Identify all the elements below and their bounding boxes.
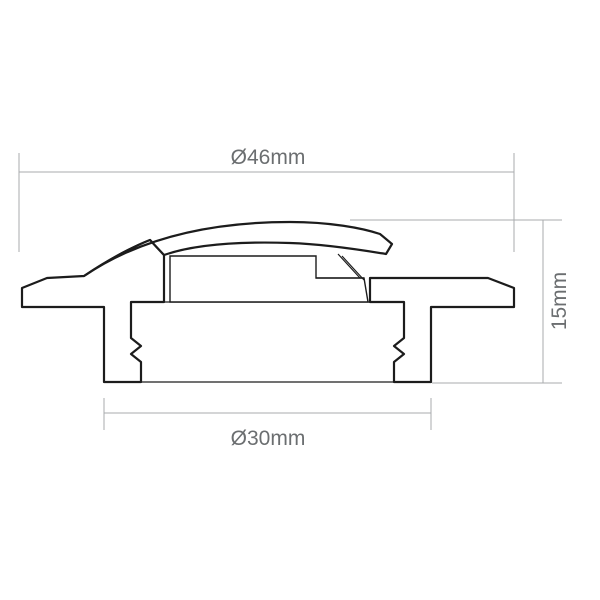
cap-outline	[82, 220, 394, 278]
hinge-detail	[337, 253, 365, 281]
fitting-body	[20, 238, 516, 384]
height-label: 15mm	[548, 272, 571, 330]
body-right-section	[368, 276, 516, 384]
height-dimension: 15mm	[350, 219, 571, 384]
inner-chamber	[169, 255, 369, 303]
inner-diameter-label: Ø30mm	[231, 427, 306, 450]
body-left-section	[20, 238, 166, 384]
outer-diameter-dimension: Ø46mm	[18, 146, 515, 252]
hinged-cap	[82, 220, 394, 278]
inner-diameter-dimension: Ø30mm	[103, 398, 432, 450]
outer-diameter-label: Ø46mm	[231, 146, 306, 169]
